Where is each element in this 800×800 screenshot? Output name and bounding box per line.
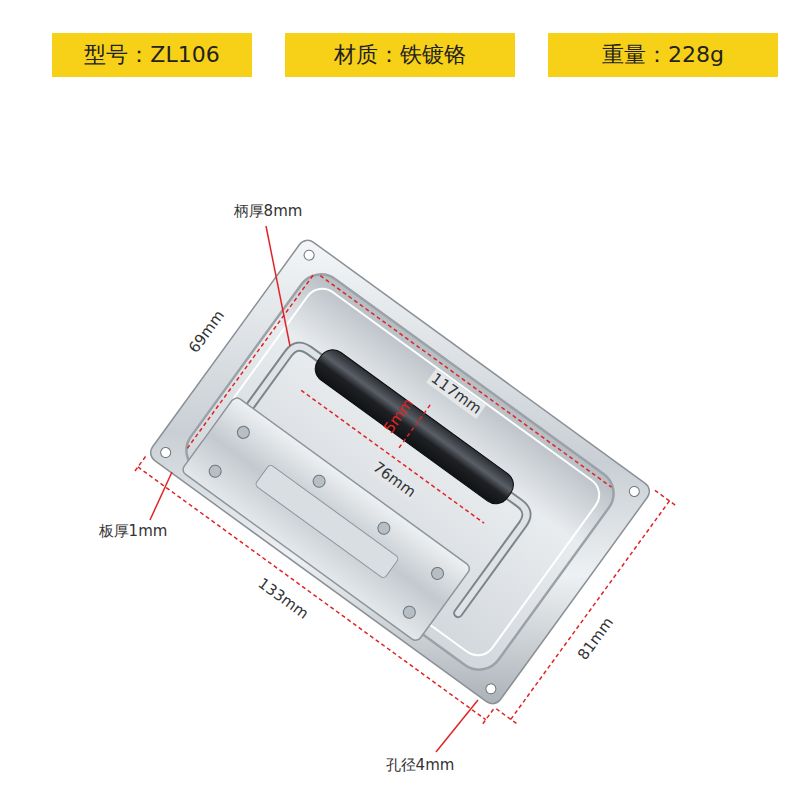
dimension-label: 孔径4mm (384, 757, 457, 774)
leader-line (266, 226, 290, 346)
spec-box: 材质：铁镀铬 (285, 33, 515, 77)
dimension-line (301, 390, 484, 523)
rivet (311, 473, 328, 490)
mount-hole (302, 248, 316, 262)
extension-line (481, 709, 493, 726)
dimension-lines (133, 236, 676, 742)
dimension-label: 柄厚8mm (232, 203, 305, 220)
dimension-label: 81mm (574, 613, 619, 665)
bracket-rib (255, 464, 400, 579)
extension-line (655, 490, 676, 505)
dimension-label: 133mm (253, 574, 313, 624)
plate-group (133, 236, 676, 742)
spec-box: 型号：ZL106 (52, 33, 252, 77)
spec-box: 重量：228g (548, 33, 778, 77)
leader-line (150, 472, 172, 520)
leader-line (436, 700, 478, 752)
rivet (401, 604, 418, 621)
spec-text: 重量：228g (602, 42, 724, 68)
dimension-line (138, 467, 486, 720)
dimension-line (320, 276, 611, 488)
dimension-line (186, 275, 313, 450)
mount-hole (484, 682, 498, 696)
handle-wire (224, 342, 532, 614)
hinge-bracket (181, 396, 472, 643)
leader-lines (150, 226, 478, 752)
mount-hole (159, 446, 173, 460)
mount-hole (627, 484, 641, 498)
extension-line (496, 709, 517, 724)
rivet (235, 424, 252, 441)
rivet (207, 463, 224, 480)
rivet (375, 520, 392, 537)
dimension-line (511, 501, 670, 719)
recess (177, 265, 623, 679)
handle-wire-shadow (224, 342, 532, 614)
rivet (429, 565, 446, 582)
spec-text: 型号：ZL106 (84, 42, 219, 68)
extension-line (133, 456, 145, 473)
base-plate (147, 236, 654, 707)
dimension-label: 板厚1mm (97, 523, 170, 540)
spec-text: 材质：铁镀铬 (334, 42, 466, 68)
